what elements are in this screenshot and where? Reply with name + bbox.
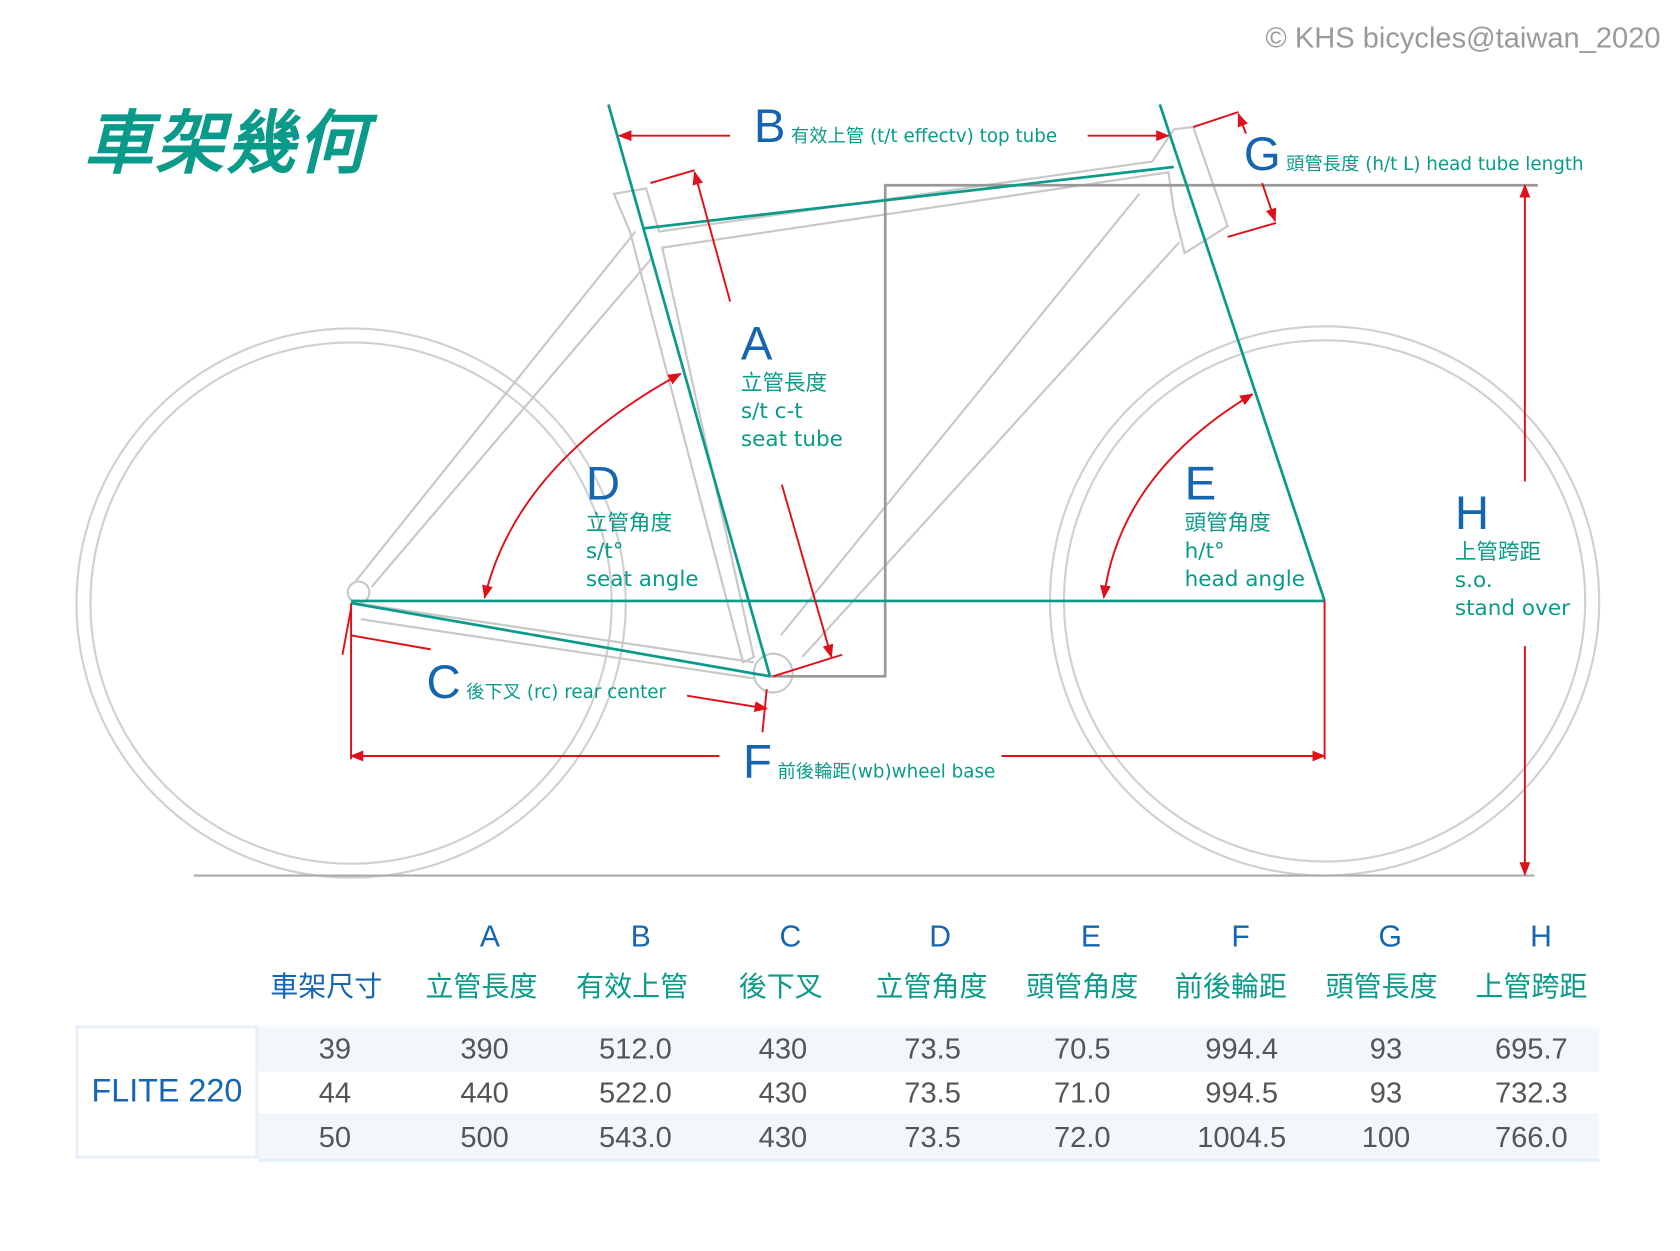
col-letter: G bbox=[1378, 919, 1403, 954]
dimension-arrows bbox=[341, 111, 1531, 876]
label-a-line: seat tube bbox=[740, 425, 843, 452]
table-cell: 73.5 bbox=[904, 1121, 961, 1154]
table-cell: 430 bbox=[758, 1076, 808, 1110]
label-b-text: 有效上管 (t/t effectv) top tube bbox=[790, 125, 1058, 148]
col-header: 立管角度 bbox=[875, 971, 988, 1004]
page-title: 車架幾何 bbox=[83, 104, 369, 185]
table-row: 44 440 522.0 430 73.5 71.0 994.5 93 732.3 bbox=[258, 1071, 1600, 1118]
copyright-text: © KHS bicycles@taiwan_2020 bbox=[1265, 21, 1661, 54]
label-a-letter: A bbox=[740, 317, 773, 371]
table-cell: 430 bbox=[758, 1121, 808, 1154]
label-h: H 上管跨距 s.o. stand over bbox=[1454, 486, 1570, 621]
label-h-letter: H bbox=[1454, 486, 1490, 540]
label-h-line: stand over bbox=[1454, 594, 1570, 621]
col-letter: F bbox=[1231, 919, 1250, 954]
label-e-letter: E bbox=[1184, 457, 1217, 511]
col-letter: D bbox=[929, 919, 952, 954]
label-d: D 立管角度 s/t° seat angle bbox=[585, 457, 699, 592]
table-cell: 1004.5 bbox=[1197, 1121, 1287, 1154]
table-cell: 522.0 bbox=[598, 1076, 672, 1110]
table-cell: 440 bbox=[460, 1076, 509, 1110]
table-cell: 695.7 bbox=[1494, 1032, 1568, 1066]
table-cell: 500 bbox=[460, 1121, 509, 1154]
label-d-line: s/t° bbox=[585, 537, 624, 564]
col-header: 前後輪距 bbox=[1174, 971, 1287, 1004]
model-name: FLITE 220 bbox=[75, 1025, 259, 1159]
col-letter: H bbox=[1530, 919, 1552, 954]
table-cell: 73.5 bbox=[904, 1076, 961, 1110]
table-cell: 93 bbox=[1369, 1032, 1403, 1066]
col-header: 上管跨距 bbox=[1475, 971, 1588, 1004]
label-c: C 後下叉 (rc) rear center bbox=[426, 659, 666, 706]
col-letter: A bbox=[479, 919, 501, 954]
table-row: 50 500 543.0 430 73.5 72.0 1004.5 100 766.0 bbox=[258, 1115, 1600, 1162]
table-cell: 732.3 bbox=[1494, 1076, 1568, 1110]
standover-line bbox=[769, 183, 1538, 678]
label-f: F 前後輪距(wb)wheel base bbox=[743, 735, 996, 789]
label-b-letter: B bbox=[753, 100, 786, 153]
col-header: 有效上管 bbox=[576, 971, 689, 1004]
table-cell: 72.0 bbox=[1053, 1121, 1111, 1154]
table-row: 39 390 512.0 430 73.5 70.5 994.4 93 695.7 bbox=[258, 1027, 1600, 1074]
label-e-line: head angle bbox=[1184, 565, 1305, 592]
col-header: 頭管長度 bbox=[1325, 971, 1438, 1004]
label-b: B 有效上管 (t/t effectv) top tube bbox=[754, 103, 1057, 150]
col-header: 頭管角度 bbox=[1026, 971, 1139, 1004]
table-cell: 70.5 bbox=[1053, 1032, 1111, 1066]
label-c-letter: C bbox=[426, 655, 461, 709]
table-cell: 93 bbox=[1369, 1076, 1403, 1110]
col-letter: C bbox=[779, 919, 802, 954]
table-cell: 44 bbox=[318, 1076, 352, 1110]
col-letter: B bbox=[630, 919, 651, 954]
table-cell: 71.0 bbox=[1053, 1076, 1111, 1110]
label-f-letter: F bbox=[743, 735, 773, 789]
table-cell: 430 bbox=[758, 1032, 808, 1066]
col-header: 立管長度 bbox=[425, 971, 538, 1004]
table-cell: 50 bbox=[318, 1121, 352, 1154]
label-a: A 立管長度 s/t c-t seat tube bbox=[740, 317, 843, 452]
col-header: 車架尺寸 bbox=[270, 971, 383, 1004]
label-e: E 頭管角度 h/t° head angle bbox=[1184, 457, 1305, 592]
label-g-letter: G bbox=[1243, 128, 1281, 181]
col-header: 後下叉 bbox=[738, 971, 823, 1004]
label-d-line: seat angle bbox=[585, 565, 699, 592]
table-cell: 766.0 bbox=[1494, 1121, 1568, 1154]
table-cell: 100 bbox=[1361, 1121, 1411, 1154]
label-g: G 頭管長度 (h/t L) head tube length bbox=[1244, 131, 1584, 178]
table-cell: 73.5 bbox=[904, 1032, 961, 1066]
label-h-line: 上管跨距 bbox=[1454, 538, 1542, 565]
table-cell: 512.0 bbox=[598, 1032, 672, 1066]
col-letter: E bbox=[1080, 919, 1101, 954]
table-cell: 39 bbox=[318, 1032, 352, 1066]
table-cell: 994.4 bbox=[1205, 1032, 1279, 1066]
label-d-line: 立管角度 bbox=[585, 509, 672, 536]
table-cell: 543.0 bbox=[598, 1121, 672, 1154]
table-cell: 390 bbox=[460, 1032, 509, 1066]
label-e-line: h/t° bbox=[1184, 537, 1225, 564]
label-h-line: s.o. bbox=[1454, 566, 1493, 593]
label-d-letter: D bbox=[585, 457, 621, 511]
label-a-line: 立管長度 bbox=[740, 369, 828, 396]
geometry-lines bbox=[350, 104, 1326, 678]
label-f-text: 前後輪距(wb)wheel base bbox=[777, 761, 996, 783]
label-c-text: 後下叉 (rc) rear center bbox=[466, 681, 667, 704]
table-cell: 994.5 bbox=[1205, 1076, 1279, 1110]
label-e-line: 頭管角度 bbox=[1184, 509, 1271, 536]
label-a-line: s/t c-t bbox=[740, 397, 803, 424]
label-g-text: 頭管長度 (h/t L) head tube length bbox=[1286, 153, 1584, 176]
